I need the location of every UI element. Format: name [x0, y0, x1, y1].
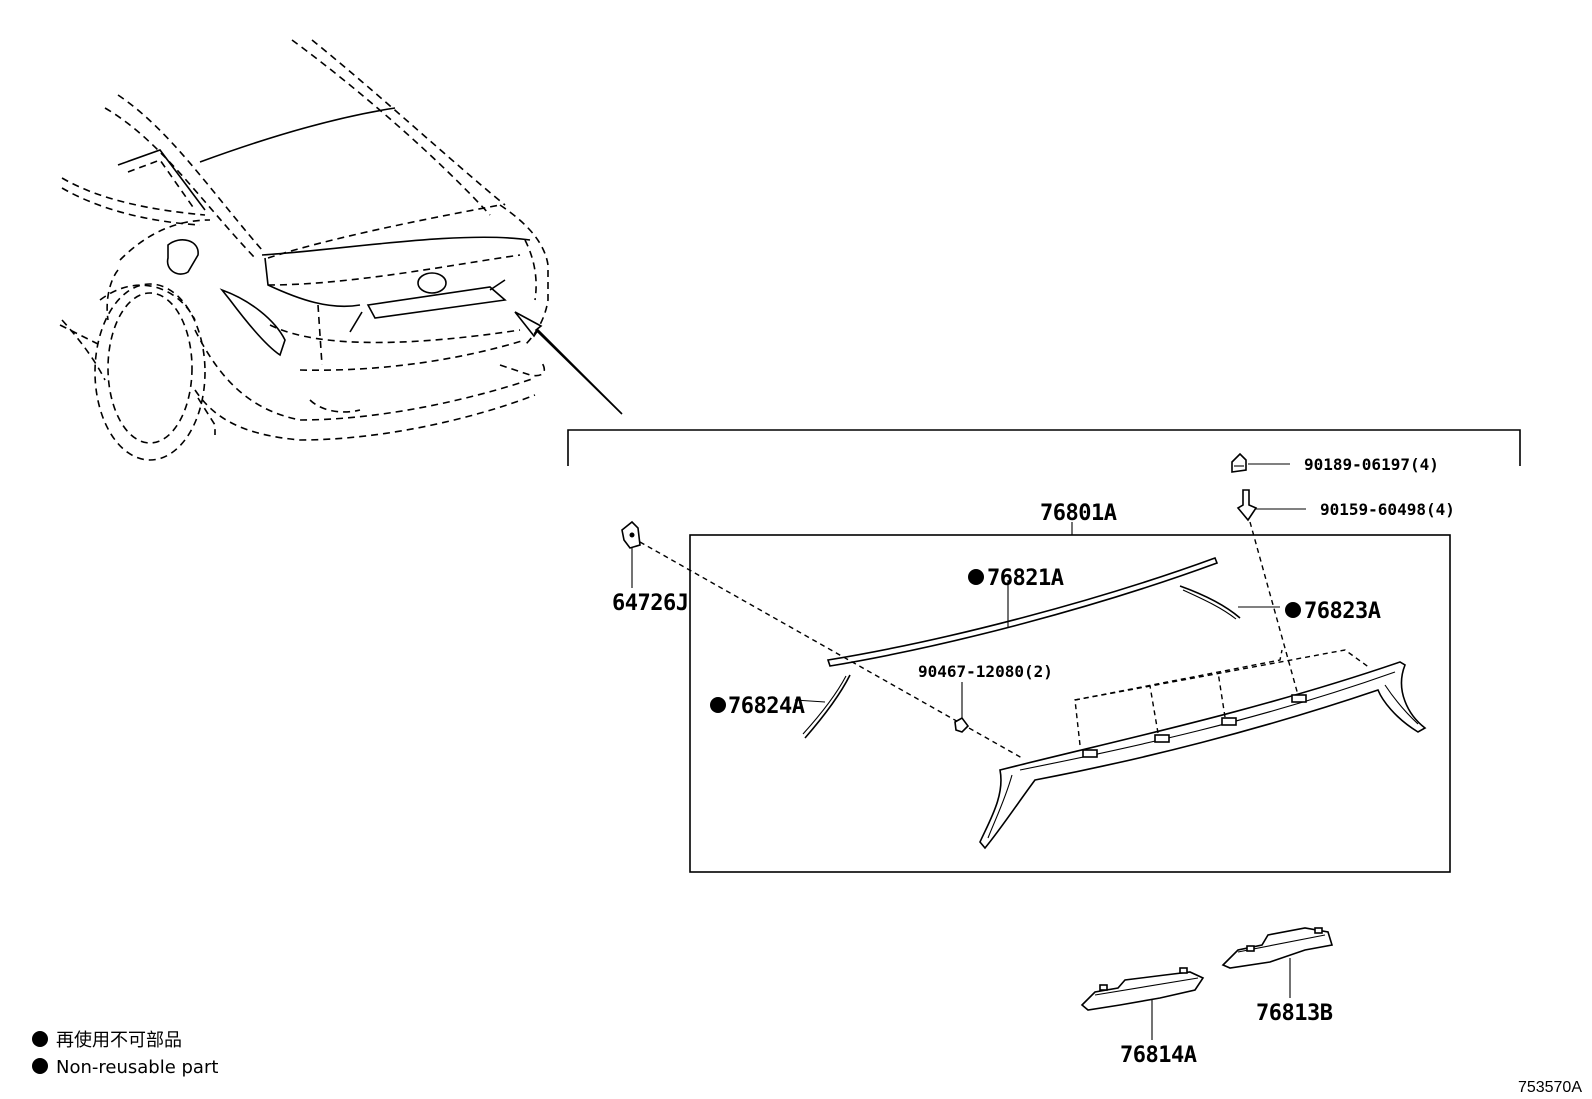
part-label-76824A: 76824A	[728, 694, 805, 719]
part-label-76813B: 76813B	[1256, 1001, 1333, 1026]
car-rear-view	[59, 39, 549, 461]
part-label-64726J: 64726J	[612, 591, 688, 616]
legend-non-reusable-ja: 再使用不可部品	[56, 1030, 182, 1051]
part-label-90189: 90189-06197(4)	[1304, 455, 1439, 474]
part-label-76821A: 76821A	[987, 566, 1064, 591]
bullet-icon	[32, 1058, 48, 1074]
clip-64726J-icon	[621, 520, 641, 549]
moulding-76823A	[1179, 585, 1241, 620]
dashline-90159	[1249, 521, 1299, 696]
part-label-76814A: 76814A	[1120, 1043, 1197, 1068]
bullet-icon	[710, 697, 726, 713]
assembly-bracket	[567, 429, 1521, 466]
figure-id: 753570A	[1518, 1079, 1582, 1096]
part-label-90467: 90467-12080(2)	[918, 662, 1053, 681]
part-label-76801A: 76801A	[1040, 501, 1117, 526]
moulding-76821A	[826, 556, 1219, 667]
dashline-64726J	[639, 541, 1023, 759]
callout-arrow-icon	[514, 311, 623, 415]
part-76814A-drawing	[1080, 967, 1205, 1011]
assembly-box	[689, 534, 1451, 873]
screw-90159-icon	[1236, 489, 1258, 522]
legend-non-reusable-en: Non-reusable part	[56, 1057, 218, 1078]
bullet-icon	[968, 569, 984, 585]
nut-90467-icon	[954, 716, 970, 733]
bullet-icon	[1285, 602, 1301, 618]
legend: 再使用不可部品 Non-reusable part	[32, 1030, 218, 1078]
moulding-76824A	[802, 674, 851, 739]
bullet-icon	[32, 1031, 48, 1047]
leader-76824A	[794, 699, 826, 703]
part-label-90159: 90159-60498(4)	[1320, 500, 1455, 519]
screw-90189-icon	[1231, 452, 1247, 473]
garnish-part	[979, 649, 1427, 850]
part-76813B-drawing	[1221, 927, 1334, 969]
part-label-76823A: 76823A	[1304, 599, 1381, 624]
